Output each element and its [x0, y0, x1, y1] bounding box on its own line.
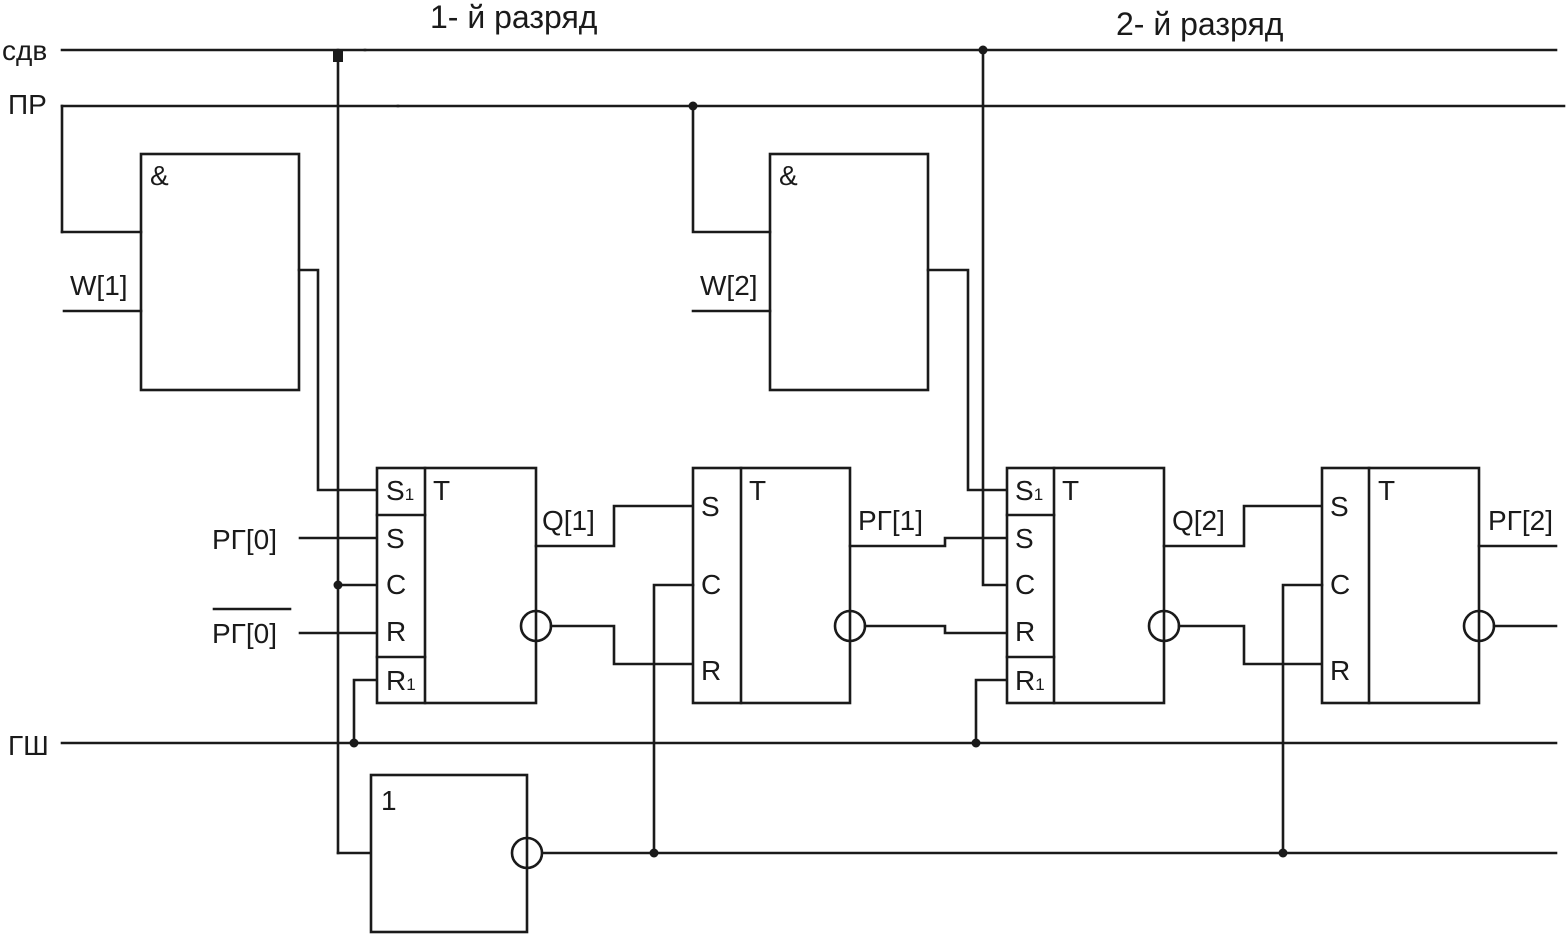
wire-r1-to-clock-2 [974, 678, 1009, 745]
junction-clock-2 [971, 738, 981, 748]
junction-clock-1 [349, 738, 359, 748]
wire-c-2b-to-inv-shift [1281, 583, 1324, 855]
rg1-label: РГ[1] [858, 505, 923, 536]
trigger-2a-pin-r: R [1015, 616, 1035, 647]
trigger-1b-body [691, 466, 852, 705]
and-gate-1-symbol: & [150, 160, 169, 191]
rg0-label: РГ[0] [212, 524, 277, 555]
trigger-2b-symbol: T [1378, 475, 1395, 506]
trigger-2a-pin-s: S [1015, 523, 1034, 554]
wire-q1 [534, 504, 695, 548]
trigger-2a-pin-s1: S1 [1015, 475, 1043, 506]
trigger-2b-pin-s: S [1330, 491, 1349, 522]
w2-label: W[2] [700, 270, 758, 301]
q2-label: Q[2] [1172, 505, 1225, 536]
write-bus-label: ПР [8, 89, 47, 120]
w1-label: W[1] [70, 270, 128, 301]
trigger-1b-symbol: T [749, 475, 766, 506]
and-gate-2-body [768, 152, 930, 392]
trigger-1a: S1 T S C R R1 [375, 466, 553, 705]
trigger-1a-pin-c: C [386, 569, 406, 600]
wire-q2-inv-to-r [1177, 624, 1324, 666]
trigger-1a-pin-r1: R1 [386, 665, 416, 696]
junction-inv-1 [649, 848, 659, 858]
wire-c-1b-to-inv-shift [652, 583, 695, 855]
and-gate-1: & [139, 152, 301, 392]
trigger-2b: S T C R [1320, 466, 1496, 705]
junction-shift-1 [333, 50, 343, 62]
shift-tap-digit2 [981, 48, 1009, 587]
and-gate-2-symbol: & [779, 160, 798, 191]
junctions [333, 45, 1288, 858]
junction-inv-2 [1278, 848, 1288, 858]
wire-q2 [1162, 504, 1324, 548]
junction-pr-2 [688, 101, 698, 111]
wire-pr-to-and2 [691, 104, 772, 234]
trigger-2b-pin-r: R [1330, 655, 1350, 686]
and-gate-1-body [139, 152, 301, 392]
trigger-2a: S1 T S C R R1 [1005, 466, 1181, 705]
clock-bus-label: ГШ [8, 730, 49, 761]
bus-lines [60, 48, 1566, 855]
q1-label: Q[1] [542, 505, 595, 536]
trigger-1a-pin-s: S [386, 523, 405, 554]
trigger-1a-body [375, 466, 538, 705]
digit-2-header: 2- й разряд [1116, 6, 1284, 42]
or-gate-symbol: 1 [381, 785, 397, 816]
trigger-1b-pin-s: S [701, 491, 720, 522]
wire-rg1 [848, 536, 1009, 548]
trigger-1b-pin-c: C [701, 569, 721, 600]
trigger-2b-body [1320, 466, 1481, 705]
wire-and1-to-s1 [297, 268, 379, 492]
trigger-2b-pin-c: C [1330, 569, 1350, 600]
or-gate: 1 [369, 773, 544, 934]
trigger-2a-pin-r1: R1 [1015, 665, 1045, 696]
junction-c1 [333, 580, 343, 590]
trigger-1b: S T C R [691, 466, 867, 705]
trigger-2a-body [1005, 466, 1166, 705]
wire-r1-to-clock-1 [352, 678, 379, 745]
trigger-2a-pin-c: C [1015, 569, 1035, 600]
trigger-1a-symbol: T [433, 475, 450, 506]
junction-shift-2 [978, 45, 988, 55]
shift-bus-label: сдв [2, 35, 47, 66]
rg2-label: РГ[2] [1488, 505, 1553, 536]
and-gate-2: & [768, 152, 930, 392]
trigger-1a-pin-s1: S1 [386, 475, 414, 506]
trigger-1b-pin-r: R [701, 655, 721, 686]
trigger-2a-symbol: T [1062, 475, 1079, 506]
digit-1-header: 1- й разряд [430, 0, 598, 35]
wire-rg1-inv [863, 624, 1009, 635]
wire-q1-inv-to-r [549, 624, 695, 666]
wire-and2-to-s1 [926, 268, 1009, 492]
trigger-1a-pin-r: R [386, 616, 406, 647]
rg0-inv-label: РГ[0] [212, 618, 277, 649]
